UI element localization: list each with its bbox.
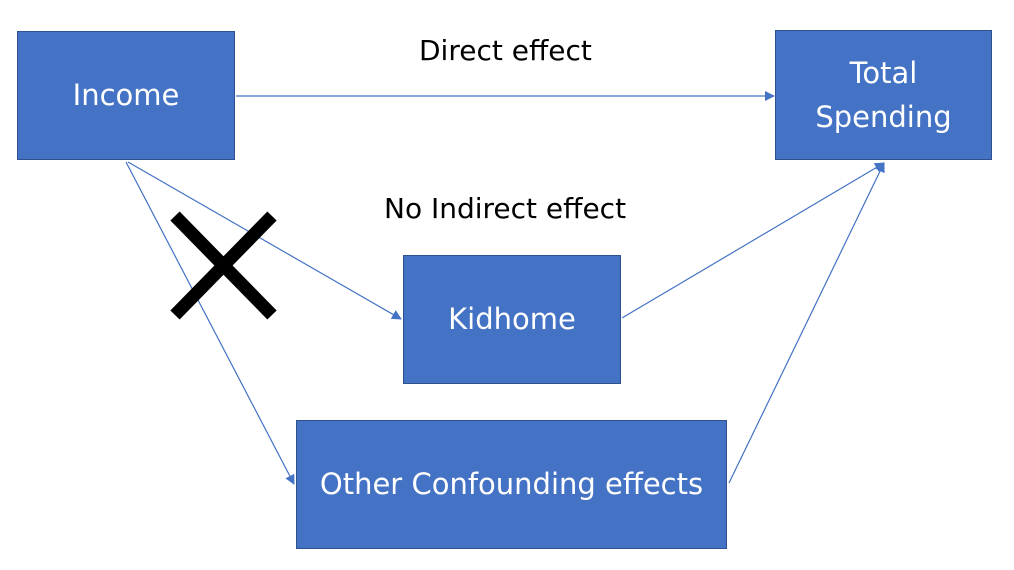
total-spending-label-line-2: Spending bbox=[815, 100, 952, 134]
x-mark-icon bbox=[170, 211, 277, 320]
edge-income-to-other-confounding bbox=[125, 161, 295, 485]
no-indirect-effect-label: No Indirect effect bbox=[384, 192, 627, 225]
income-node: Income bbox=[17, 31, 235, 160]
direct-effect-label: Direct effect bbox=[419, 34, 592, 67]
kidhome-node: Kidhome bbox=[403, 255, 621, 384]
other-confounding-effects-node: Other Confounding effects bbox=[296, 420, 727, 549]
edge-income-to-kidhome bbox=[127, 161, 402, 320]
edge-kidhome-to-total-spending bbox=[621, 162, 885, 319]
edge-other-confounding-to-total-spending bbox=[728, 162, 885, 484]
total-spending-label-line-1: Total bbox=[849, 56, 918, 90]
total-spending-node: Total Spending bbox=[775, 30, 992, 160]
kidhome-label: Kidhome bbox=[448, 301, 576, 336]
income-label: Income bbox=[72, 77, 180, 112]
other-confounding-effects-label: Other Confounding effects bbox=[319, 466, 704, 501]
